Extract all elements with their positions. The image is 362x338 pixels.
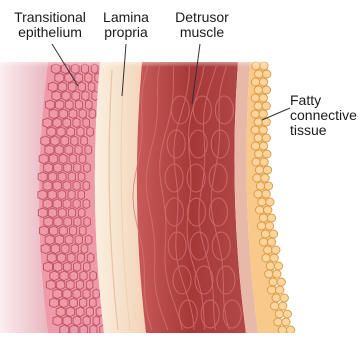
fat-cell: [272, 246, 280, 254]
fat-cell: [283, 310, 291, 318]
fat-cell: [274, 262, 282, 270]
fat-cell: [271, 302, 279, 310]
fat-cell: [259, 214, 267, 222]
fat-cell: [279, 302, 287, 310]
fat-cell: [258, 198, 266, 206]
lamina-propria-label: Lamina propria: [98, 10, 154, 40]
fat-cell: [254, 134, 262, 142]
fat-cell: [256, 206, 264, 214]
fat-cell: [272, 294, 280, 302]
fat-cell: [282, 318, 290, 326]
fat-cell: [256, 182, 264, 190]
fat-cell: [277, 278, 285, 286]
fat-cell: [280, 294, 288, 302]
fat-cell: [252, 158, 260, 166]
fat-cell: [254, 102, 262, 110]
fat-cell: [265, 270, 273, 278]
fat-cell: [265, 222, 273, 230]
fat-cell: [259, 110, 267, 118]
fat-cell: [259, 142, 267, 150]
fat-cell: [267, 214, 275, 222]
fat-cell: [267, 238, 275, 246]
fat-cell: [262, 254, 270, 262]
fat-cell: [264, 206, 272, 214]
fat-cell: [259, 238, 267, 246]
fat-cell: [278, 326, 286, 333]
fat-cell: [259, 126, 267, 134]
fat-cell: [264, 182, 272, 190]
fat-cell: [270, 254, 278, 262]
fat-cell: [275, 310, 283, 318]
fat-cell: [251, 94, 259, 102]
fat-cell: [255, 150, 263, 158]
fat-cell: [268, 286, 276, 294]
fat-cell: [273, 270, 281, 278]
transitional-epithelium-label: Transitional epithelium: [6, 10, 94, 40]
fat-cell: [269, 278, 277, 286]
fat-cell: [253, 174, 261, 182]
detrusor-muscle-label: Detrusor muscle: [170, 10, 234, 40]
fat-cell: [261, 230, 269, 238]
fat-cell: [251, 142, 259, 150]
fat-cell: [276, 286, 284, 294]
fat-cell: [266, 198, 274, 206]
fat-cell: [262, 102, 270, 110]
fat-cell: [262, 190, 270, 198]
fat-cell: [260, 158, 268, 166]
fat-cell: [257, 222, 265, 230]
fat-cell: [274, 318, 282, 326]
fat-cell: [263, 166, 271, 174]
fat-cell: [266, 262, 274, 270]
fat-cell: [251, 110, 259, 118]
fat-cell: [255, 166, 263, 174]
fat-cell: [251, 126, 259, 134]
fat-cell: [286, 326, 294, 333]
fat-cell: [261, 174, 269, 182]
fat-cell: [264, 246, 272, 254]
fat-cell: [254, 118, 262, 126]
fat-cell: [254, 190, 262, 198]
fat-cell: [262, 134, 270, 142]
fat-cell: [269, 230, 277, 238]
fatty-connective-tissue-label: Fatty connective tissue: [290, 93, 360, 138]
fat-cell: [263, 150, 271, 158]
fat-cell: [259, 94, 267, 102]
